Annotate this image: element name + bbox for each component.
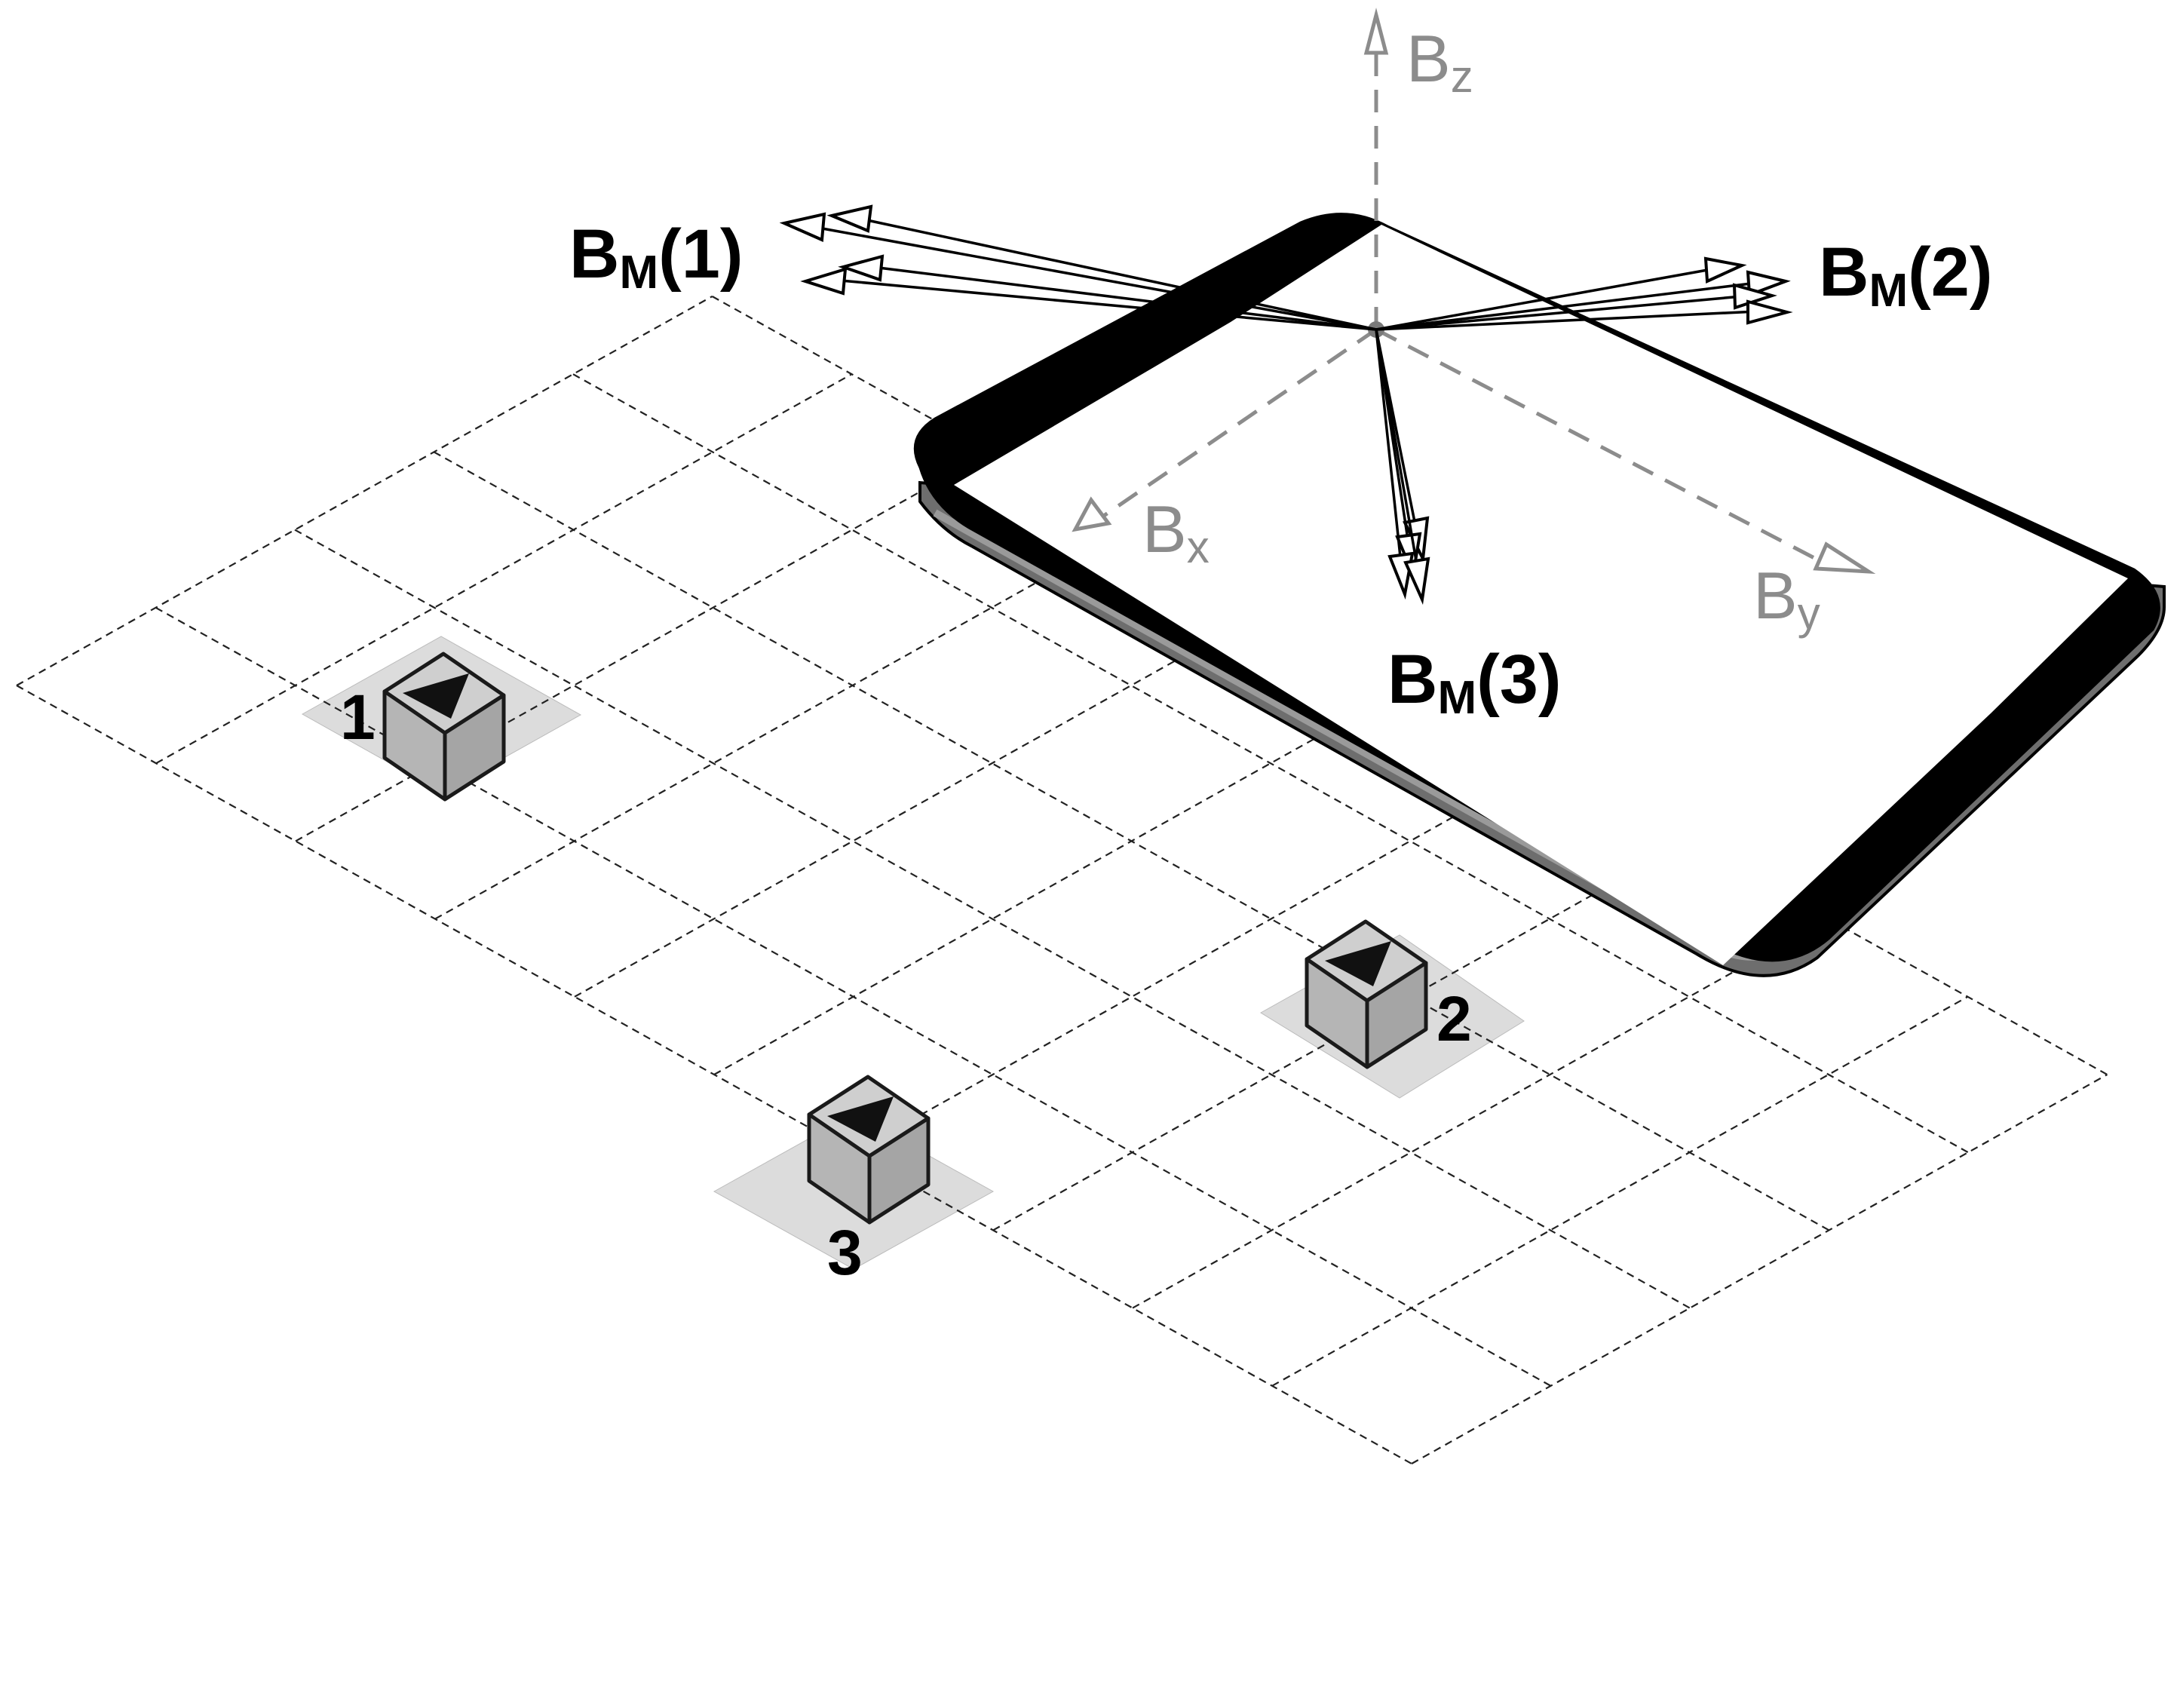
axis-z-arrowhead <box>1363 8 1389 55</box>
cube-1 <box>382 652 506 802</box>
axis-y-label: By <box>1753 558 1820 639</box>
measured-field-vectors: BM(1) BM(2) BM(3) <box>569 204 1993 724</box>
grid-line <box>1411 1074 2108 1464</box>
cube-right-face <box>867 1116 931 1225</box>
grid-line <box>295 451 992 842</box>
axis-y-arrowhead <box>1813 541 1876 575</box>
smartphone <box>913 213 2166 977</box>
grid-line <box>572 373 1969 1154</box>
grid-line <box>1271 995 1969 1387</box>
cube-2 <box>1305 919 1428 1069</box>
grid-line <box>853 762 1550 1154</box>
grid-line <box>16 296 713 686</box>
grid-line <box>1132 918 1829 1309</box>
cube-3 <box>807 1075 931 1225</box>
grid-line <box>574 606 1271 998</box>
direction-arrow-icon <box>827 1096 894 1142</box>
grid-line <box>713 685 1411 1075</box>
sensor-axes: Bz Bx By <box>1072 8 1876 639</box>
position-label-1: 1 <box>340 682 376 753</box>
phone-screen <box>954 225 2128 965</box>
grid-line <box>155 373 853 765</box>
vector-label-2: BM(2) <box>1819 234 1993 317</box>
grid-line <box>294 529 1691 1309</box>
vector-group-1 <box>779 204 1377 331</box>
cube-right-face <box>1365 961 1428 1069</box>
axis-x-line <box>1096 327 1378 523</box>
direction-arrow-icon <box>1325 941 1391 986</box>
vector-label-3: BM(3) <box>1387 641 1562 724</box>
vector-group-3 <box>1375 329 1430 606</box>
direction-arrow-icon <box>403 673 469 719</box>
vector-label-1: BM(1) <box>569 216 744 299</box>
position-label-3: 3 <box>827 1217 863 1288</box>
axis-x-label: Bx <box>1142 492 1210 572</box>
axis-x-arrowhead <box>1072 496 1112 532</box>
position-label-2: 2 <box>1436 983 1472 1054</box>
axis-z-label: Bz <box>1406 21 1473 102</box>
grid-line <box>434 529 1132 920</box>
cube-right-face <box>443 693 506 802</box>
vector-group-2 <box>1375 256 1793 331</box>
axis-y-line <box>1375 327 1819 562</box>
